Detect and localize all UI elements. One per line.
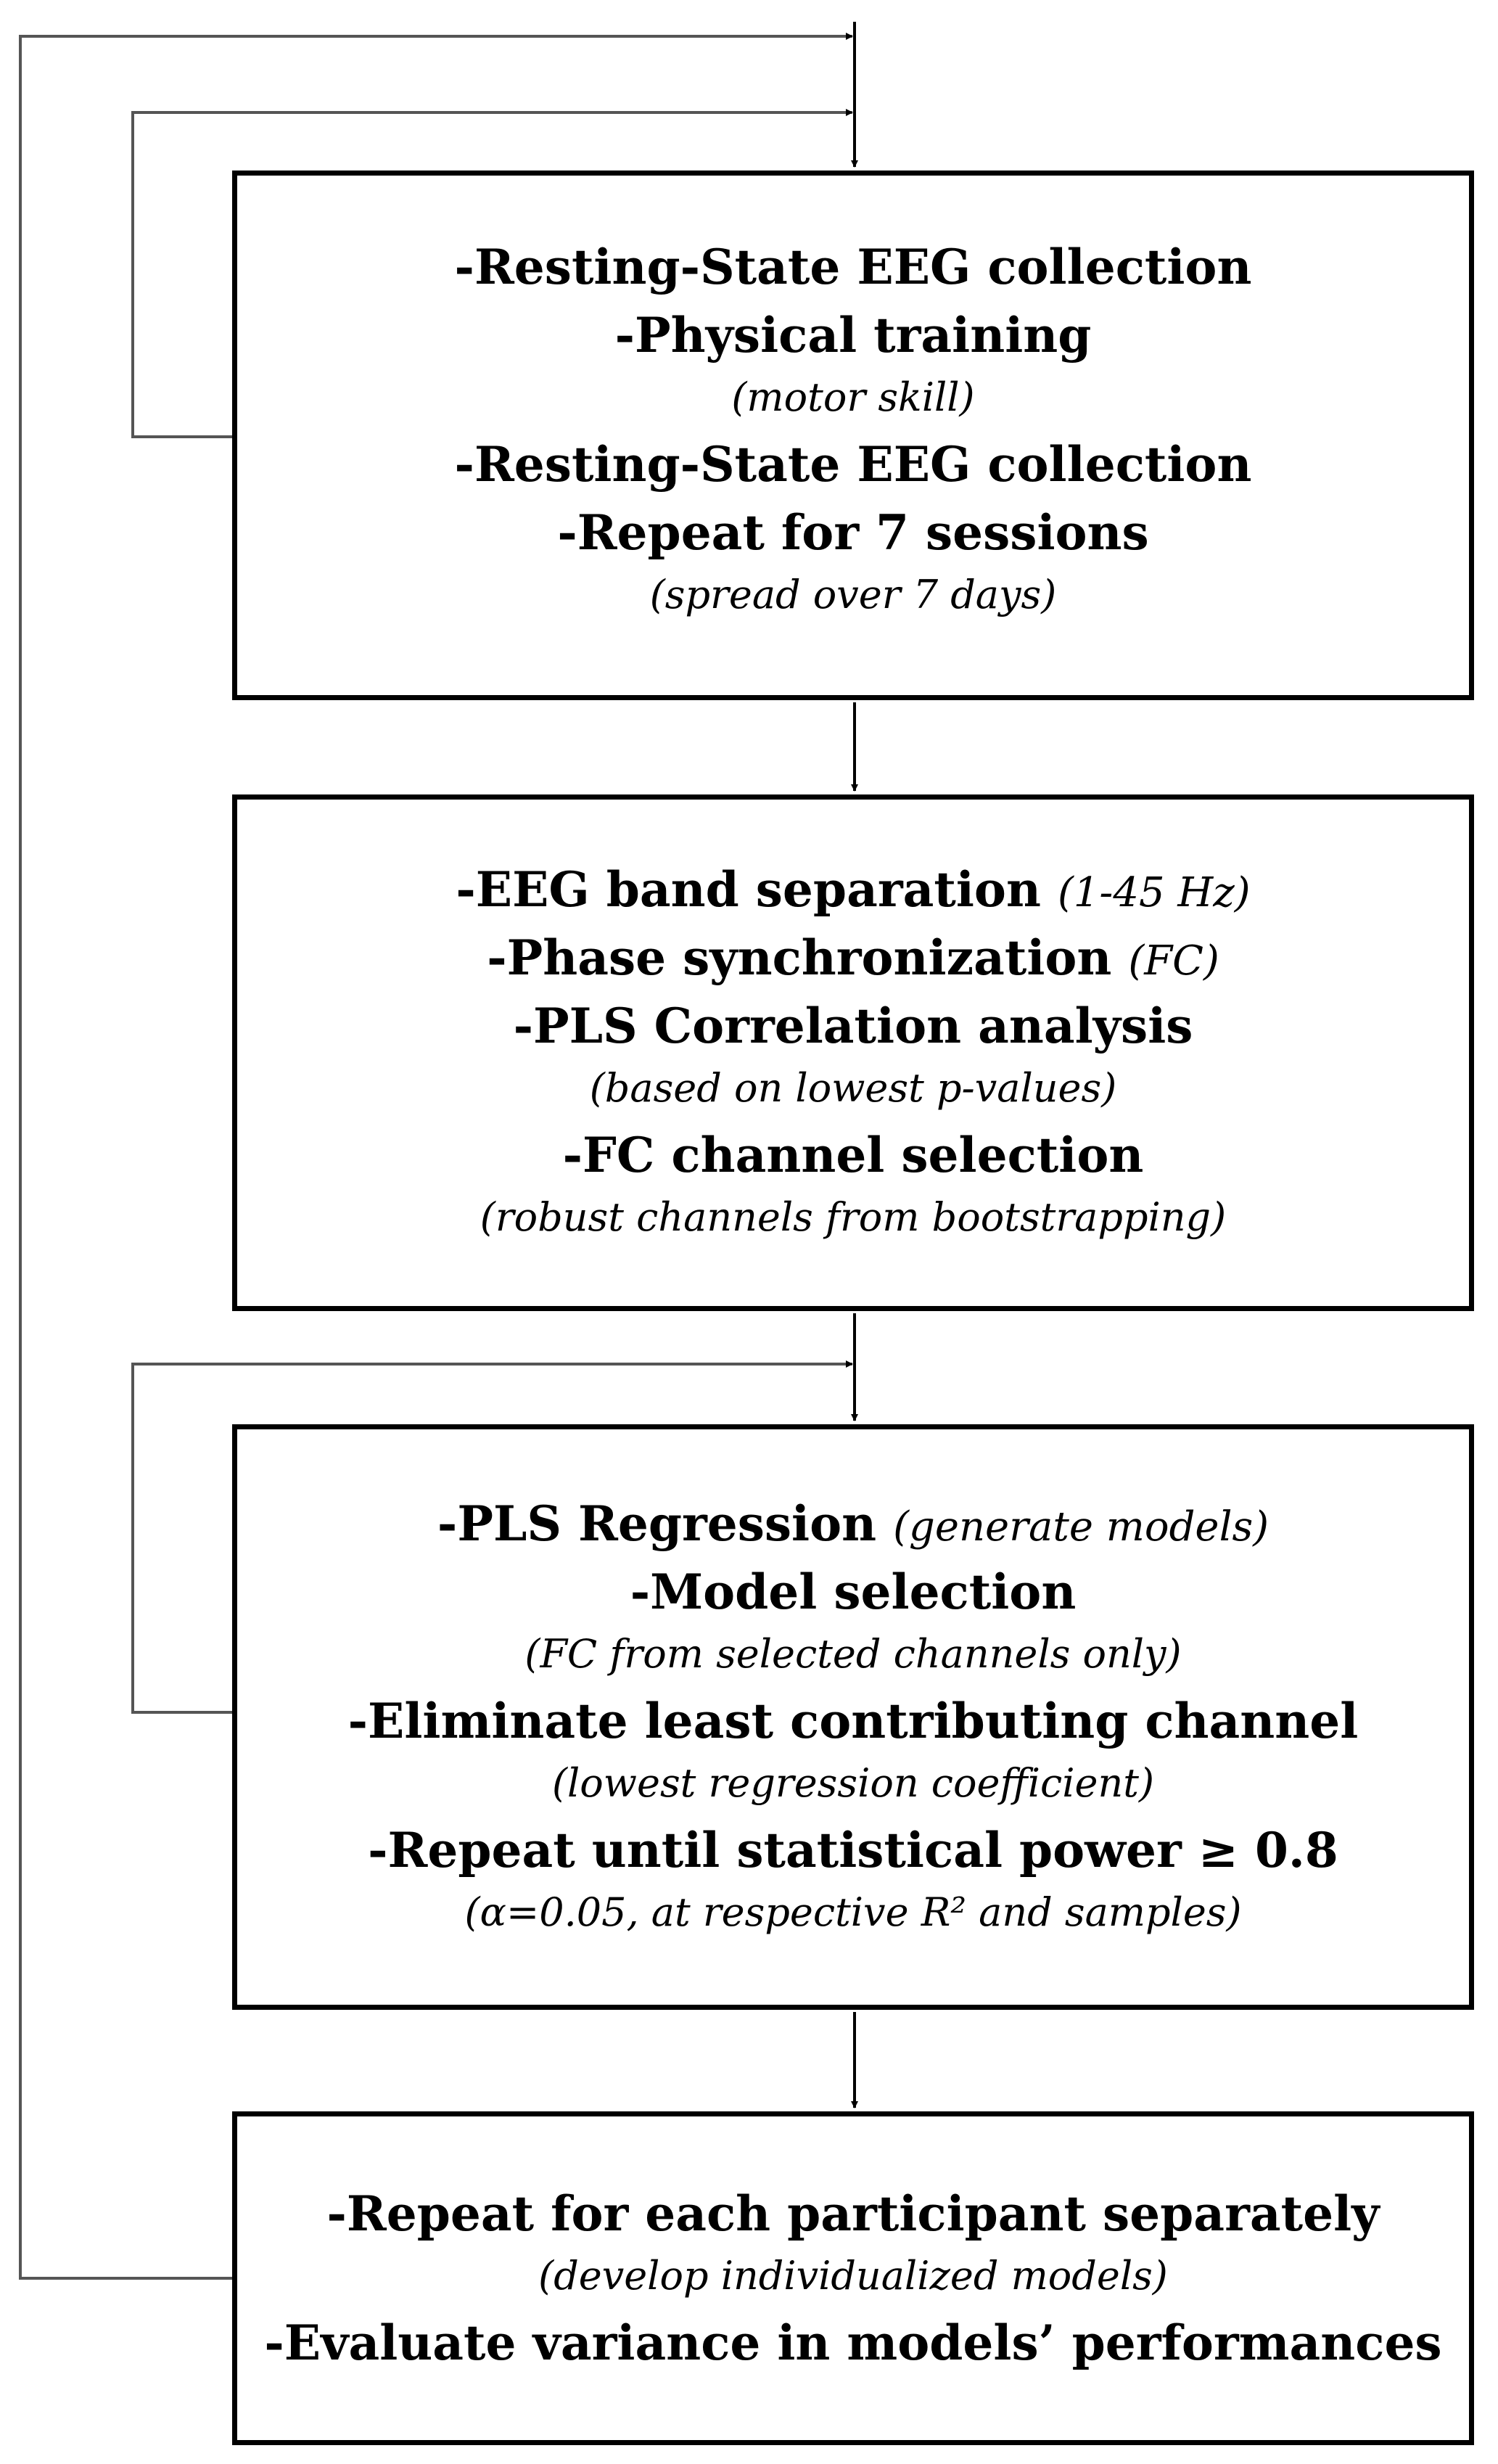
- step-box-feature-analysis: -EEG band separation (1-45 Hz) -Phase sy…: [232, 794, 1474, 1311]
- step-note: (motor skill): [731, 374, 975, 420]
- step-inline-note: (generate models): [893, 1503, 1269, 1551]
- step-line: -Physical training: [614, 307, 1092, 364]
- step-line: -PLS Regression (generate models): [437, 1500, 1269, 1548]
- step-line-text: -PLS Regression: [437, 1495, 877, 1552]
- step-note: (FC from selected channels only): [524, 1630, 1182, 1677]
- step-note: (robust channels from bootstrapping): [480, 1194, 1227, 1240]
- step-line: -Model selection: [630, 1563, 1077, 1620]
- step-line: -Eliminate least contributing channel: [347, 1692, 1359, 1749]
- step-note: (α=0.05, at respective R² and samples): [464, 1889, 1242, 1935]
- step-note: (lowest regression coefficient): [551, 1759, 1155, 1806]
- step-line: -PLS Correlation analysis: [513, 998, 1193, 1054]
- step-line-text: -Phase synchronization: [487, 929, 1112, 986]
- box1-loop-connector: [131, 109, 853, 438]
- step-inline-note: (1-45 Hz): [1057, 869, 1251, 916]
- step-line: -Evaluate variance in models’ performanc…: [264, 2315, 1442, 2371]
- box3-loop-connector: [131, 1360, 853, 1714]
- step-box-regression: -PLS Regression (generate models) -Model…: [232, 1424, 1474, 2010]
- step-line: -Repeat for each participant separately: [326, 2185, 1380, 2242]
- step-line: -Resting-State EEG collection: [454, 239, 1252, 295]
- step-line: -EEG band separation (1-45 Hz): [456, 866, 1250, 913]
- step-inline-note: (FC): [1128, 937, 1219, 985]
- step-line: -Repeat for 7 sessions: [557, 504, 1149, 561]
- step-line-text: -EEG band separation: [456, 861, 1041, 918]
- step-line: -Repeat until statistical power ≥ 0.8: [368, 1821, 1338, 1878]
- step-line: -Phase synchronization (FC): [487, 934, 1219, 982]
- step-note: (develop individualized models): [538, 2253, 1168, 2299]
- step-box-data-collection: -Resting-State EEG collection -Physical …: [232, 171, 1474, 700]
- step-note: (based on lowest p-values): [589, 1065, 1117, 1111]
- step-line: -FC channel selection: [562, 1127, 1144, 1183]
- step-line: -Resting-State EEG collection: [454, 436, 1252, 493]
- outer-loop-connector: [19, 33, 853, 2280]
- step-box-evaluation: -Repeat for each participant separately …: [232, 2111, 1474, 2445]
- step-note: (spread over 7 days): [649, 572, 1057, 617]
